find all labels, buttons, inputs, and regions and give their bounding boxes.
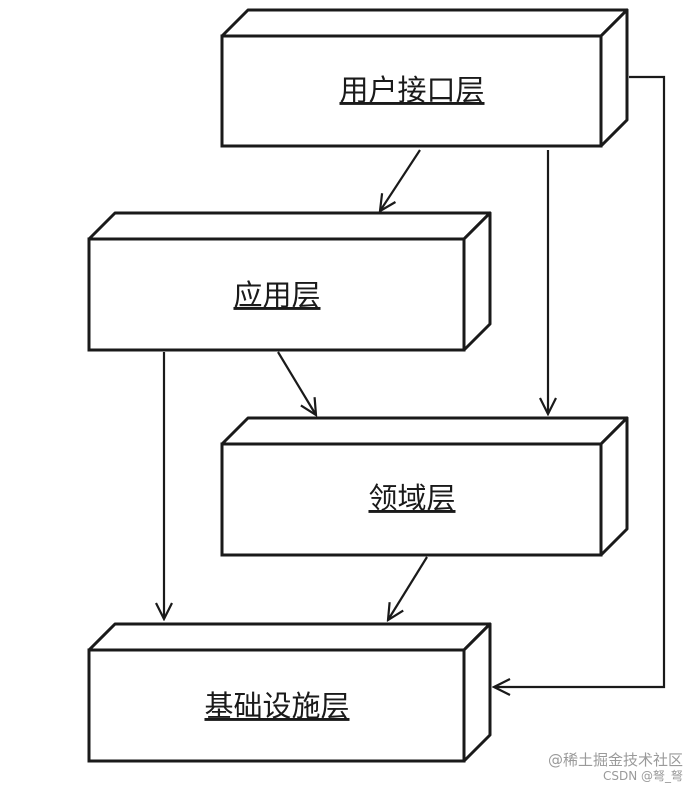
user-interface-layer-box: 用户接口层: [220, 8, 629, 148]
watermark-csdn: CSDN @弩_弩: [602, 769, 683, 783]
domain-layer-label: 领域层: [368, 481, 455, 515]
watermark-juejin: @稀土掘金技术社区: [547, 751, 683, 769]
arrow-domain-to-infrastructure: [388, 556, 428, 620]
application-layer-label: 应用层: [233, 278, 320, 312]
infrastructure-layer-box: 基础设施层: [87, 622, 492, 763]
arrow-application-to-domain: [277, 351, 316, 415]
arrow-ui-to-application: [380, 149, 421, 211]
user-interface-layer-label: 用户接口层: [339, 73, 484, 107]
domain-layer-box: 领域层: [220, 416, 629, 557]
arrow-ui-to-infrastructure: [494, 75, 666, 687]
infrastructure-layer-label: 基础设施层: [204, 689, 349, 723]
application-layer-box: 应用层: [87, 211, 492, 352]
